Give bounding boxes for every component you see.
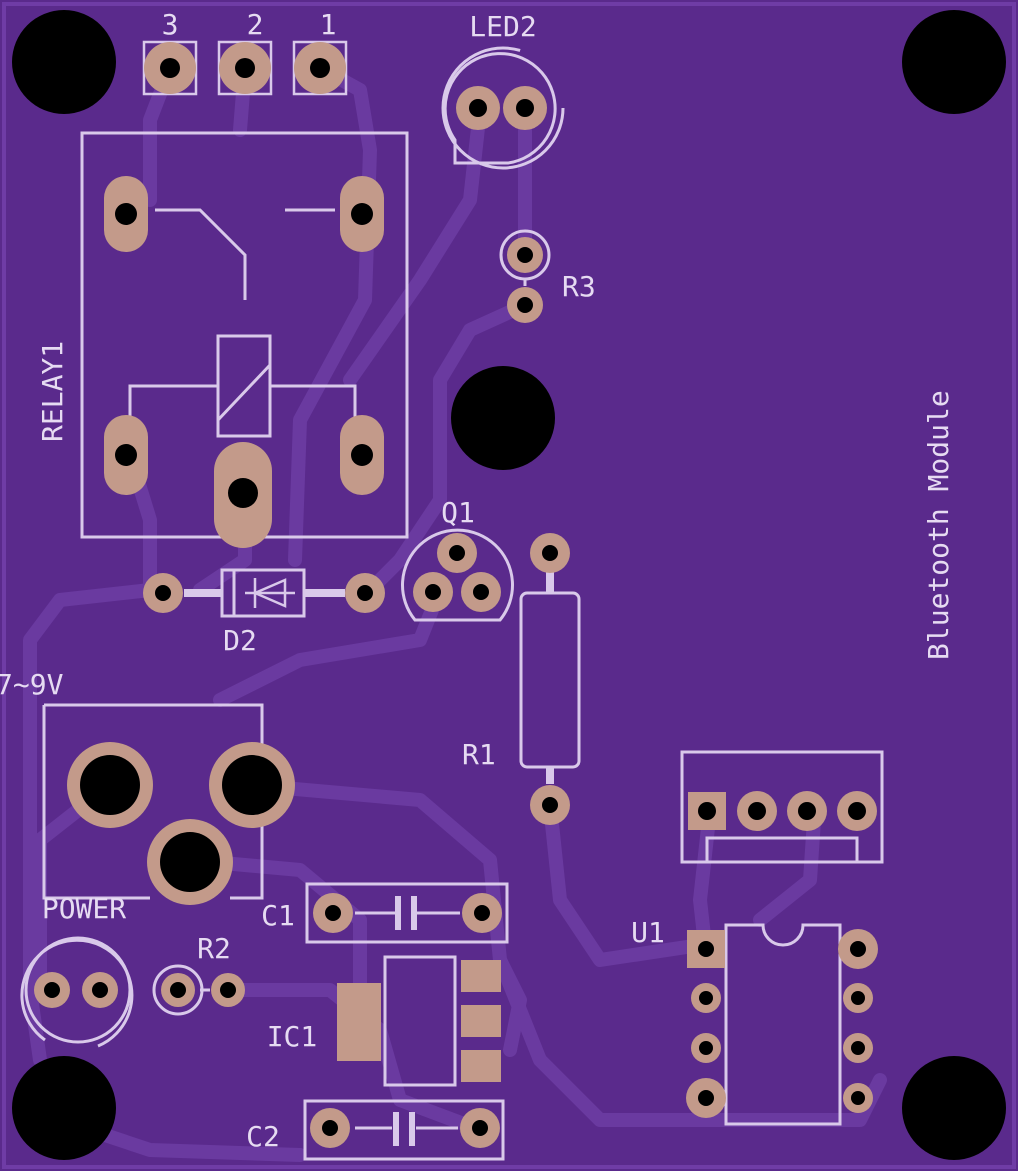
d2-label: D2: [223, 624, 257, 657]
c1-label: C1: [261, 899, 295, 932]
relay1-label: RELAY1: [36, 341, 69, 442]
bluetooth-header-component: Bluetooth Module: [680, 390, 955, 864]
c1-component: C1: [261, 882, 509, 944]
r2-label: R2: [197, 932, 231, 965]
u1-component: U1: [631, 916, 878, 1126]
mounting-hole-bottom-left: [12, 1056, 116, 1160]
r1-label: R1: [462, 738, 496, 771]
u1-label: U1: [631, 916, 665, 949]
mounting-hole-top-left: [12, 10, 116, 114]
d2-component: D2: [143, 568, 385, 657]
ic1-label: IC1: [267, 1020, 318, 1053]
mounting-holes: [12, 10, 1006, 1160]
r3-label: R3: [562, 270, 596, 303]
bluetooth-module-label: Bluetooth Module: [922, 390, 955, 660]
header-3pin: 3 2 1: [142, 8, 348, 96]
pin1-label: 1: [320, 8, 337, 41]
led2-label: LED2: [469, 10, 536, 43]
r2-component: R2: [152, 932, 245, 1016]
voltage-label: 7~9V: [0, 668, 64, 701]
pin2-label: 2: [247, 8, 264, 41]
mounting-hole-center: [451, 366, 555, 470]
q1-label: Q1: [441, 496, 475, 529]
mounting-hole-top-right: [902, 10, 1006, 114]
mounting-hole-bottom-right: [902, 1056, 1006, 1160]
relay1-component: RELAY1: [36, 131, 409, 548]
r3-component: R3: [499, 229, 596, 323]
c2-label: C2: [246, 1120, 280, 1153]
q1-component: Q1: [401, 496, 514, 622]
pin3-label: 3: [162, 8, 179, 41]
led2-component: LED2: [441, 10, 565, 170]
power-label: POWER: [42, 892, 126, 925]
r1-component: R1: [462, 533, 581, 825]
c2-component: C2: [246, 1099, 505, 1161]
power-led-component: POWER: [20, 892, 134, 1048]
ic1-component: IC1: [267, 955, 501, 1087]
power-jack-component: 7~9V: [0, 668, 295, 905]
